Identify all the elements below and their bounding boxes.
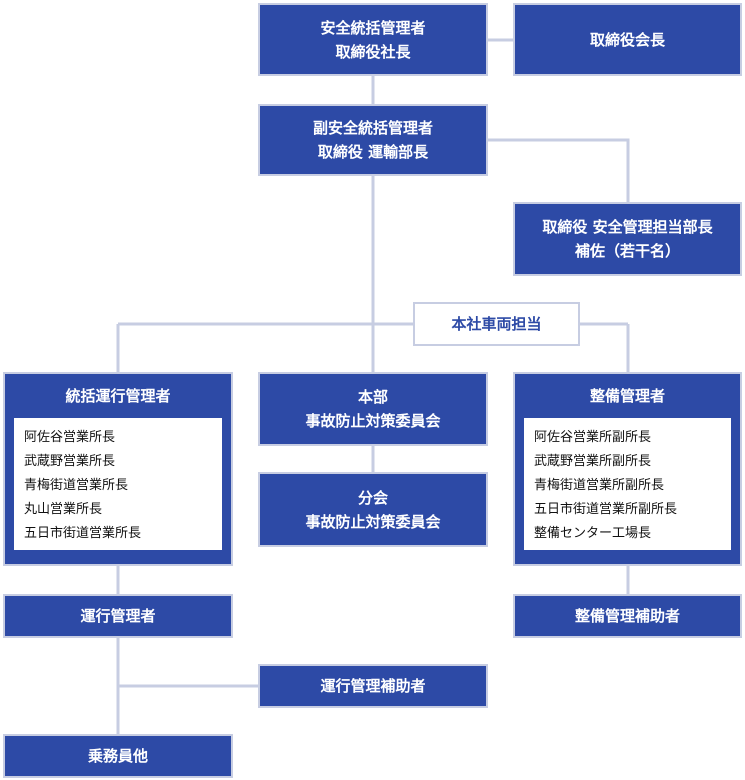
list-item: 青梅街道営業所副所長 <box>534 478 665 493</box>
safety-manager-box: 安全統括管理者 取締役社長 <box>258 3 488 76</box>
operation-manager-label: 運行管理者 <box>80 607 156 625</box>
vehicle-hq-label: 本社車両担当 <box>451 315 542 333</box>
list-item: 阿佐谷営業所長 <box>24 430 116 445</box>
maintenance-assistant-box: 整備管理補助者 <box>513 594 742 638</box>
branch-accident-committee-box: 分会 事故防止対策委員会 <box>258 472 488 547</box>
operation-assistant-box: 運行管理補助者 <box>258 664 488 708</box>
crew-label: 乗務員他 <box>87 747 148 765</box>
safety-assistant-title: 取締役 安全管理担当部長 <box>542 218 713 236</box>
list-item: 武蔵野営業所長 <box>24 454 116 469</box>
safety-manager-role: 取締役社長 <box>335 42 411 61</box>
safety-manager-title: 安全統括管理者 <box>320 18 426 37</box>
list-item: 丸山営業所長 <box>24 502 103 517</box>
deputy-safety-manager-box: 副安全統括管理者 取締役 運輸部長 <box>258 104 488 176</box>
branch-accident-committee-name: 事故防止対策委員会 <box>305 512 441 531</box>
list-item: 阿佐谷営業所副所長 <box>534 430 652 445</box>
maintenance-assistant-label: 整備管理補助者 <box>574 607 680 625</box>
chairman-title: 取締役会長 <box>589 30 665 49</box>
list-item: 青梅街道営業所長 <box>24 478 129 493</box>
list-item: 武蔵野営業所副所長 <box>534 454 652 469</box>
list-item: 整備センター工場長 <box>534 526 652 541</box>
deputy-safety-manager-role: 取締役 運輸部長 <box>317 143 429 161</box>
hq-accident-committee-name: 事故防止対策委員会 <box>305 412 441 430</box>
deputy-safety-manager-title: 副安全統括管理者 <box>312 119 433 137</box>
operation-assistant-label: 運行管理補助者 <box>320 677 426 695</box>
operations-manager-title: 統括運行管理者 <box>65 387 171 405</box>
maintenance-manager-box: 整備管理者 阿佐谷営業所副所長 武蔵野営業所副所長 青梅街道営業所副所長 五日市… <box>513 372 742 566</box>
hq-accident-committee-title: 本部 <box>357 388 388 406</box>
maintenance-manager-list: 阿佐谷営業所副所長 武蔵野営業所副所長 青梅街道営業所副所長 五日市街道営業所副… <box>524 418 731 550</box>
operations-manager-box: 統括運行管理者 阿佐谷営業所長 武蔵野営業所長 青梅街道営業所長 丸山営業所長 … <box>3 372 233 566</box>
operation-manager-box: 運行管理者 <box>3 594 233 638</box>
list-item: 五日市街道営業所副所長 <box>534 502 678 517</box>
safety-assistant-box: 取締役 安全管理担当部長 補佐（若干名） <box>513 202 742 276</box>
operations-manager-list: 阿佐谷営業所長 武蔵野営業所長 青梅街道営業所長 丸山営業所長 五日市街道営業所… <box>14 418 222 550</box>
hq-accident-committee-box: 本部 事故防止対策委員会 <box>258 372 488 446</box>
branch-accident-committee-title: 分会 <box>357 488 388 507</box>
chairman-box: 取締役会長 <box>513 3 742 76</box>
vehicle-hq-box: 本社車両担当 <box>413 302 580 346</box>
list-item: 五日市街道営業所長 <box>24 526 142 541</box>
maintenance-manager-title: 整備管理者 <box>589 387 665 405</box>
safety-assistant-role: 補佐（若干名） <box>574 242 680 260</box>
crew-box: 乗務員他 <box>3 734 233 778</box>
